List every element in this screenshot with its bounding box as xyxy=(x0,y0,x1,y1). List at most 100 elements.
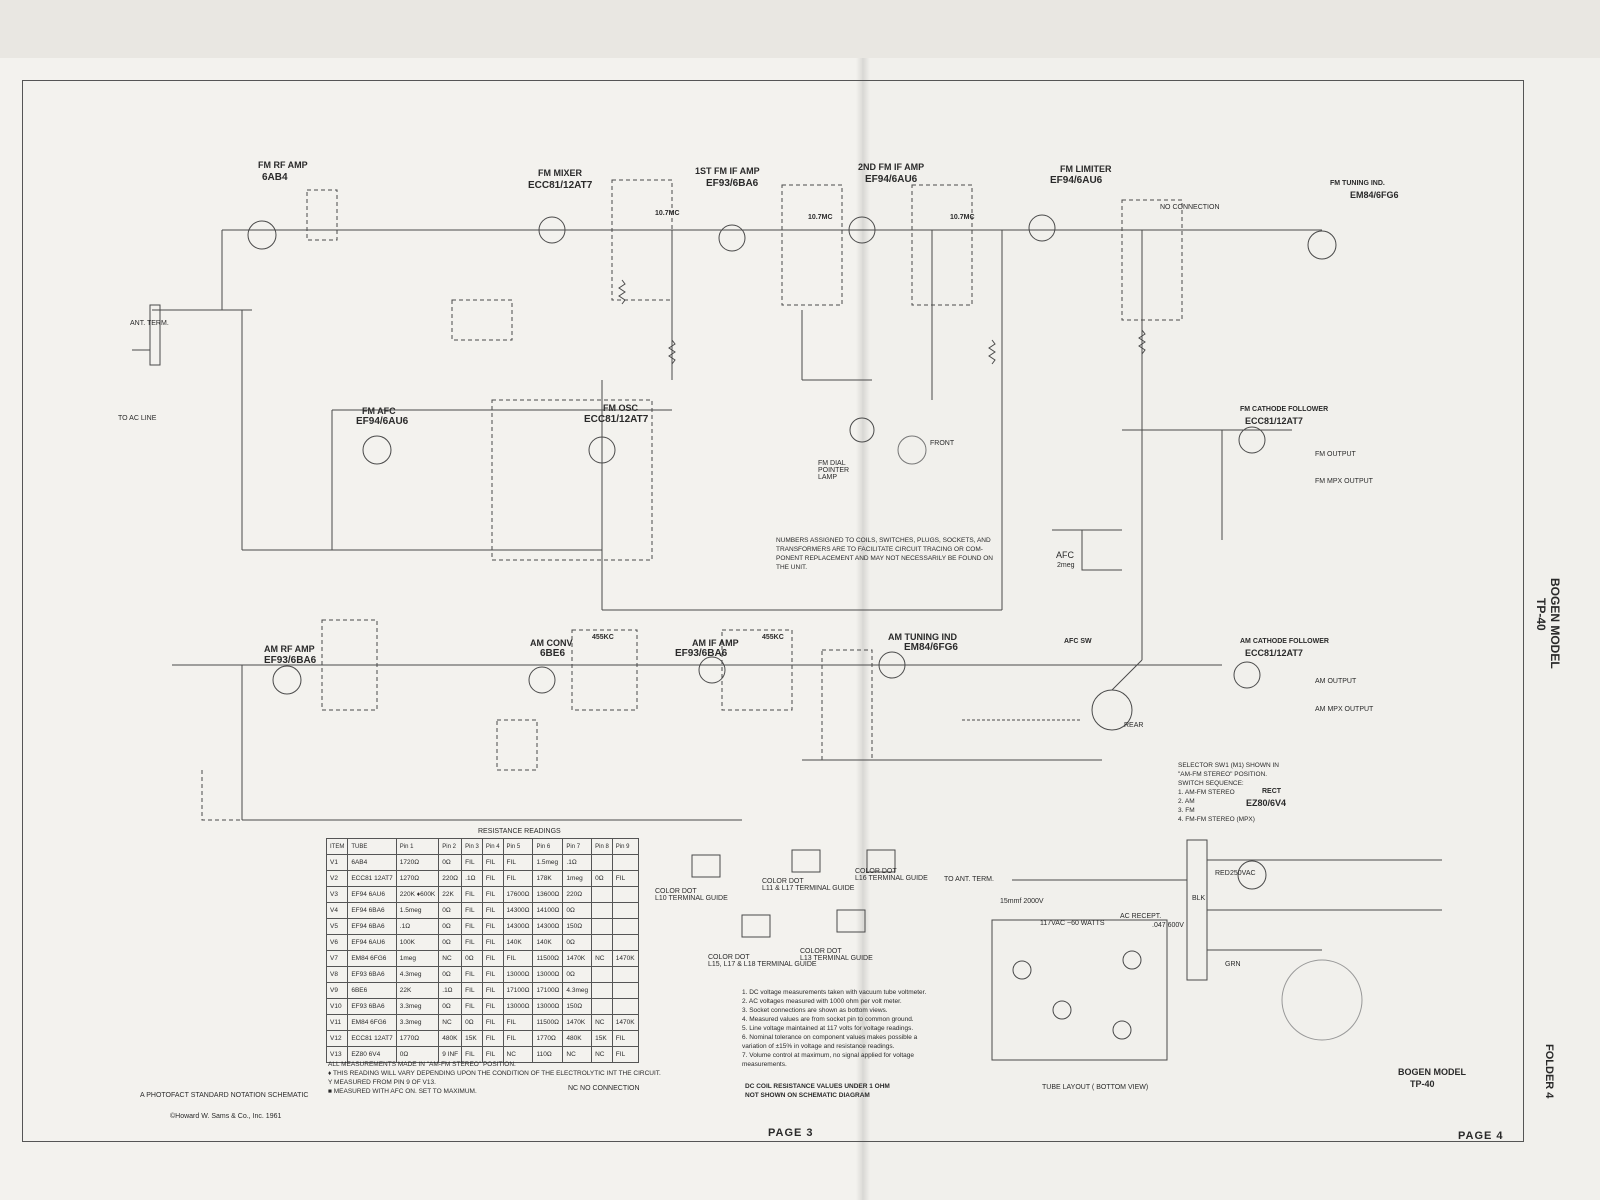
front-label: FRONT xyxy=(930,440,955,447)
am-cathode-label: AM CATHODE FOLLOWER xyxy=(1240,638,1329,645)
table-cell: 6BE6 xyxy=(347,982,397,999)
page-number-right: PAGE 4 xyxy=(1458,1130,1504,1142)
table-cell xyxy=(591,998,613,1015)
table-cell: FIL xyxy=(502,950,534,967)
schematic-wiring xyxy=(132,179,1442,1061)
table-cell: FIL xyxy=(461,902,483,919)
v1-label: FM RF AMP xyxy=(258,160,308,170)
am-if1-freq: 455KC xyxy=(592,634,614,641)
am-if-label: AM IF AMP xyxy=(692,638,739,648)
v7-tube: EF94/6AU6 xyxy=(356,416,409,427)
ac-recept-label: AC RECEPT. xyxy=(1120,913,1162,920)
table-cell: FIL xyxy=(502,870,534,887)
page-number-left: PAGE 3 xyxy=(768,1127,814,1139)
table-cell: .1Ω xyxy=(562,854,593,871)
table-cell: 17100Ω xyxy=(532,982,564,999)
schematic-border xyxy=(22,80,1524,1142)
table-cell: 1720Ω xyxy=(395,854,440,871)
table-cell xyxy=(611,918,639,935)
table-cell: 1470K xyxy=(562,1014,593,1031)
resistance-header: Pin 7 xyxy=(562,838,593,855)
table-cell: 0Ω xyxy=(461,950,483,967)
table-cell: V4 xyxy=(325,902,349,919)
resistance-footnotes: ALL MEASUREMENTS MADE IN "AM-FM STEREO" … xyxy=(328,1061,661,1095)
resistance-header: Pin 4 xyxy=(481,838,504,855)
table-cell xyxy=(611,934,639,951)
fm-cathode-tube: ECC81/12AT7 xyxy=(1245,416,1303,426)
table-cell: V5 xyxy=(325,918,349,935)
am-output-label: AM OUTPUT xyxy=(1315,678,1357,685)
table-cell: 1.5meg xyxy=(532,854,564,871)
am-rf-tube: EF93/6BA6 xyxy=(264,655,317,666)
table-cell: 6AB4 xyxy=(347,854,397,871)
table-cell: 1470K xyxy=(611,1014,639,1031)
table-cell: FIL xyxy=(481,966,504,983)
table-cell: FIL xyxy=(461,982,483,999)
table-cell: 11500Ω xyxy=(532,1014,564,1031)
v250-label: 250VAC xyxy=(1230,870,1256,877)
resistance-header: Pin 2 xyxy=(438,838,463,855)
table-cell xyxy=(591,918,613,935)
table-cell: EM84 6FG6 xyxy=(347,950,397,967)
table-cell: 14300Ω xyxy=(532,918,564,935)
table-cell: EF94 6BA6 xyxy=(347,902,397,919)
table-cell: 22K xyxy=(438,886,463,903)
table-cell: 3.3meg xyxy=(395,1014,440,1031)
table-cell: 480K xyxy=(562,1030,593,1047)
page-fold xyxy=(856,58,870,1200)
table-cell xyxy=(591,886,613,903)
table-cell: 178K xyxy=(532,870,564,887)
am-rf-label: AM RF AMP xyxy=(264,644,315,654)
table-cell: FIL xyxy=(461,918,483,935)
table-cell: 13000Ω xyxy=(532,966,564,983)
fm-cathode-label: FM CATHODE FOLLOWER xyxy=(1240,406,1329,413)
table-cell: 150Ω xyxy=(562,998,593,1015)
right-page xyxy=(862,58,1600,1200)
table-cell: 0Ω xyxy=(438,966,463,983)
table-cell: 14300Ω xyxy=(502,918,534,935)
am-tuning-tube: EM84/6FG6 xyxy=(904,642,958,653)
table-cell: FIL xyxy=(481,998,504,1015)
table-cell: 0Ω xyxy=(591,870,613,887)
component-notice: NUMBERS ASSIGNED TO COILS, SWITCHES, PLU… xyxy=(776,537,993,571)
table-cell: 9 INF xyxy=(438,1046,463,1063)
no-connection-label: NO CONNECTION xyxy=(1160,204,1220,211)
table-cell: 14300Ω xyxy=(502,902,534,919)
table-cell: FIL xyxy=(461,934,483,951)
table-cell: 1meg xyxy=(562,870,593,887)
afc-value: 2meg xyxy=(1057,562,1075,569)
table-cell: FIL xyxy=(611,1046,639,1063)
photofact-label: A PHOTOFACT STANDARD NOTATION SCHEMATIC xyxy=(140,1092,309,1099)
v5-tube: EF94/6AU6 xyxy=(1050,175,1103,186)
table-cell: 140K xyxy=(532,934,564,951)
table-cell: 0Ω xyxy=(438,934,463,951)
table-cell xyxy=(591,854,613,871)
table-cell: FIL xyxy=(481,854,504,871)
table-cell: .1Ω xyxy=(395,918,440,935)
resistance-header: Pin 3 xyxy=(461,838,483,855)
bottom-model: TP-40 xyxy=(1410,1079,1435,1089)
table-cell: V3 xyxy=(325,886,349,903)
table-cell: 0Ω xyxy=(438,918,463,935)
tube-layout-label: TUBE LAYOUT ( BOTTOM VIEW) xyxy=(1042,1084,1149,1091)
am-if-tube: EF93/6BA6 xyxy=(675,648,728,659)
table-cell xyxy=(591,982,613,999)
table-cell: 0Ω xyxy=(562,902,593,919)
table-cell: V12 xyxy=(325,1030,349,1047)
copyright-label: ©Howard W. Sams & Co., Inc. 1961 xyxy=(170,1113,282,1120)
resistance-title: RESISTANCE READINGS xyxy=(478,828,561,835)
table-cell: 1470K xyxy=(611,950,639,967)
fm-output-label: FM OUTPUT xyxy=(1315,451,1356,458)
am-conv-tube: 6BE6 xyxy=(540,648,566,659)
table-cell: 13000Ω xyxy=(502,966,534,983)
v6-tube: EM84/6FG6 xyxy=(1350,190,1399,200)
grn-lead: GRN xyxy=(1225,961,1241,968)
